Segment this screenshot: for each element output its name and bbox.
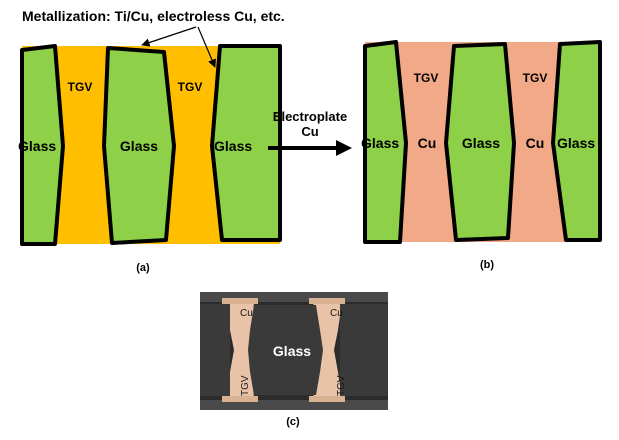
micrograph-cu-right-label: Cu — [330, 308, 343, 319]
panel-a-tgv-left-label: TGV — [68, 80, 93, 94]
micrograph-top-edge — [200, 292, 388, 302]
micrograph-bottom-edge — [200, 400, 388, 410]
panel-a: Glass Glass Glass TGV TGV (a) — [18, 44, 282, 274]
panel-a-caption: (a) — [136, 262, 150, 274]
panel-b-caption: (b) — [480, 259, 494, 271]
metallization-note: Metallization: Ti/Cu, electroless Cu, et… — [22, 8, 285, 24]
panel-c-caption: (c) — [286, 416, 300, 428]
panel-b: Glass Glass Glass TGV TGV Cu Cu (b) — [361, 40, 602, 271]
panel-b-glass-center — [444, 42, 516, 242]
panel-b-tgv-right-label: TGV — [523, 71, 548, 85]
process-arrow-label-1: Electroplate — [273, 109, 347, 124]
panel-a-glass-left — [20, 44, 65, 246]
panel-c-micrograph: Glass Cu Cu TGV TGV — [200, 292, 388, 410]
micrograph-cu-left-label: Cu — [240, 308, 253, 319]
panel-a-glass-left-label: Glass — [18, 138, 56, 154]
panel-a-glass-center — [102, 46, 176, 245]
panel-a-tgv-right-label: TGV — [178, 80, 203, 94]
panel-b-glass-right — [551, 40, 602, 242]
panel-a-glass-right-label: Glass — [214, 138, 252, 154]
micrograph-glass-label: Glass — [273, 343, 311, 359]
panel-b-cu-left-label: Cu — [418, 135, 437, 151]
micrograph-pad-top-left — [222, 298, 258, 304]
micrograph-tgv-right-label: TGV — [336, 375, 347, 396]
metallization-pointer-2 — [197, 26, 216, 68]
micrograph-via-left — [226, 302, 254, 399]
panel-a-glass-center-label: Glass — [120, 138, 158, 154]
panel-b-glass-center-label: Glass — [462, 135, 500, 151]
panel-b-tgv-left-label: TGV — [414, 71, 439, 85]
panel-b-glass-left — [363, 40, 408, 244]
metallization-pointer-1 — [141, 26, 197, 47]
process-arrow-icon — [336, 140, 352, 156]
micrograph-glass-right — [340, 304, 388, 396]
panel-b-glass-left-label: Glass — [361, 135, 399, 151]
micrograph-pad-top-right — [309, 298, 345, 304]
micrograph-glass-center — [248, 305, 323, 395]
panel-b-cu-right-label: Cu — [526, 135, 545, 151]
micrograph-glass-left — [200, 304, 230, 396]
micrograph-pad-bottom-right — [309, 396, 345, 402]
panel-a-glass-right — [210, 44, 282, 242]
process-arrow-label-2: Cu — [301, 124, 318, 139]
panel-b-glass-right-label: Glass — [557, 135, 595, 151]
micrograph-via-right — [313, 302, 342, 399]
micrograph-tgv-left-label: TGV — [240, 375, 251, 396]
micrograph-pad-bottom-left — [222, 396, 258, 402]
